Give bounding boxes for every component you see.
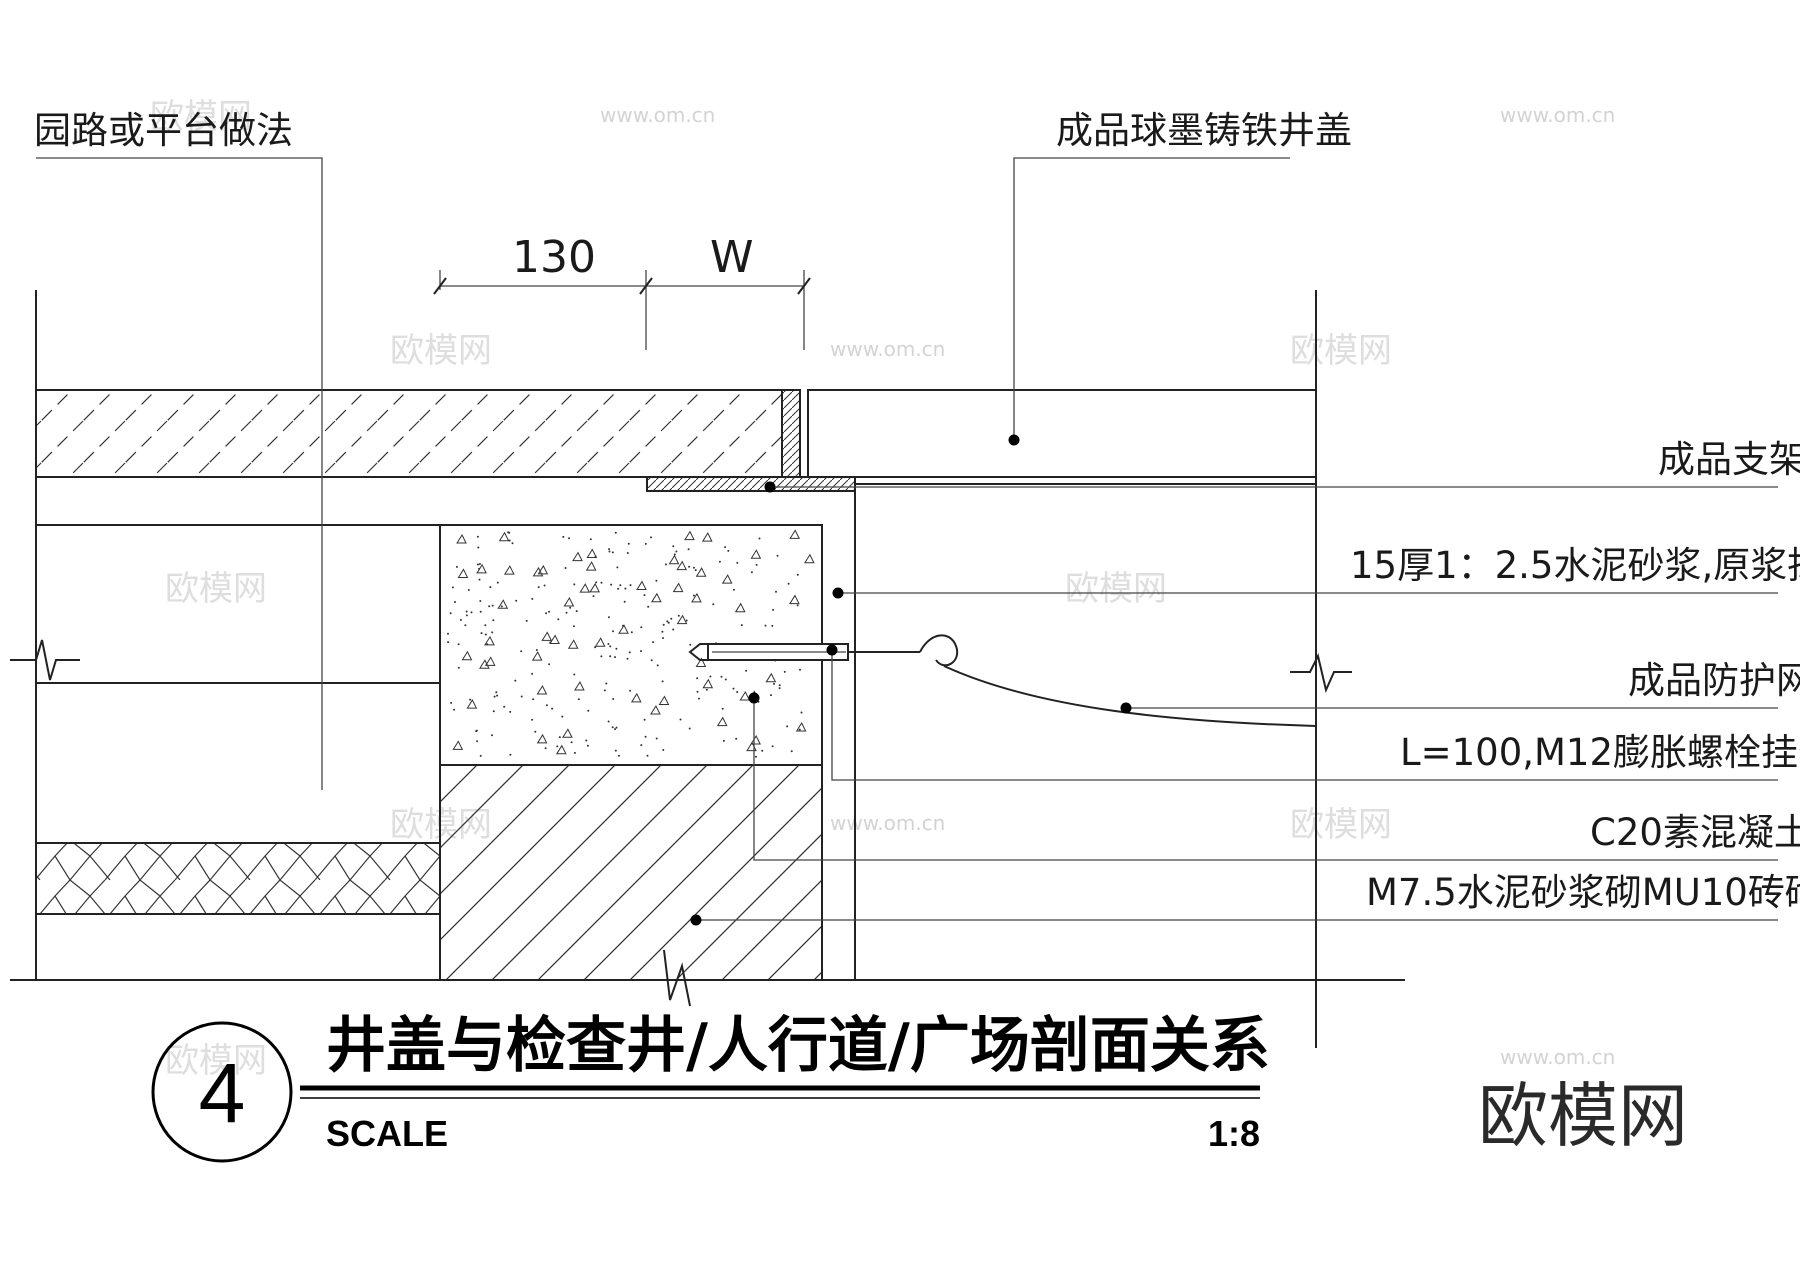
leader-bolt: L=100,M12膨胀螺栓挂勾: [826, 644, 1800, 781]
label-pavement: 园路或平台做法: [34, 109, 293, 152]
leader-masonry: M7.5水泥砂浆砌MU10砖砌体: [690, 871, 1800, 926]
label-bracket: 成品支架: [1658, 438, 1800, 481]
watermark-url-2: www.om.cn: [1500, 103, 1615, 127]
scale-label: SCALE: [326, 1113, 448, 1154]
leader-net: 成品防护网: [1120, 659, 1800, 714]
watermark-url-1: www.om.cn: [600, 103, 715, 127]
brick-masonry: [439, 764, 823, 981]
dimension-line: 130 W: [433, 232, 811, 350]
label-concrete: C20素混凝土: [1590, 811, 1800, 854]
leader-pavement: 园路或平台做法: [34, 109, 323, 790]
watermark-logo-5: 欧模网: [1065, 569, 1167, 609]
watermark-logo-7: 欧模网: [1290, 805, 1392, 845]
break-mark-bottom: [663, 949, 691, 1007]
label-net: 成品防护网: [1628, 659, 1800, 702]
watermark-group: 欧模网 www.om.cn www.om.cn 欧模网 www.om.cn 欧模…: [150, 97, 1688, 1157]
label-mortar: 15厚1：2.5水泥砂浆,原浆抹光: [1350, 544, 1800, 587]
drawing-title: 井盖与检查井/人行道/广场剖面关系: [326, 1011, 1270, 1081]
dimension-130: 130: [512, 232, 596, 283]
expansion-bolt: [688, 643, 920, 661]
watermark-logo-8: 欧模网: [165, 1041, 267, 1081]
title-block: 4 井盖与检查井/人行道/广场剖面关系 SCALE 1:8: [151, 1011, 1270, 1163]
leader-bracket: 成品支架: [764, 438, 1800, 493]
scale-value: 1:8: [1208, 1113, 1260, 1154]
watermark-logo-big: 欧模网: [1478, 1075, 1688, 1157]
hook: [919, 634, 959, 667]
label-cover: 成品球墨铸铁井盖: [1056, 109, 1352, 152]
watermark-logo-2: 欧模网: [390, 331, 492, 371]
manhole-cover: [807, 389, 1317, 485]
protective-net: [943, 665, 1317, 727]
watermark-logo-3: 欧模网: [1290, 331, 1392, 371]
leader-mortar: 15厚1：2.5水泥砂浆,原浆抹光: [832, 544, 1800, 599]
watermark-logo-1: 欧模网: [150, 97, 252, 137]
dimension-w: W: [710, 232, 754, 283]
break-mark-left: [10, 639, 80, 681]
label-bolt: L=100,M12膨胀螺栓挂勾: [1400, 731, 1800, 774]
detail-bubble: [151, 1021, 293, 1163]
leader-cover: 成品球墨铸铁井盖: [1008, 109, 1352, 446]
leader-concrete: C20素混凝土: [748, 692, 1800, 861]
detail-number: 4: [199, 1046, 246, 1140]
watermark-logo-4: 欧模网: [165, 569, 267, 609]
watermark-url-4: www.om.cn: [830, 811, 945, 835]
label-masonry: M7.5水泥砂浆砌MU10砖砌体: [1366, 871, 1800, 914]
cover-frame: [781, 389, 801, 478]
watermark-url-5: www.om.cn: [1500, 1045, 1615, 1069]
watermark-url-3: www.om.cn: [830, 337, 945, 361]
break-mark-right: [1290, 653, 1352, 694]
bracket-angle: [646, 476, 856, 492]
